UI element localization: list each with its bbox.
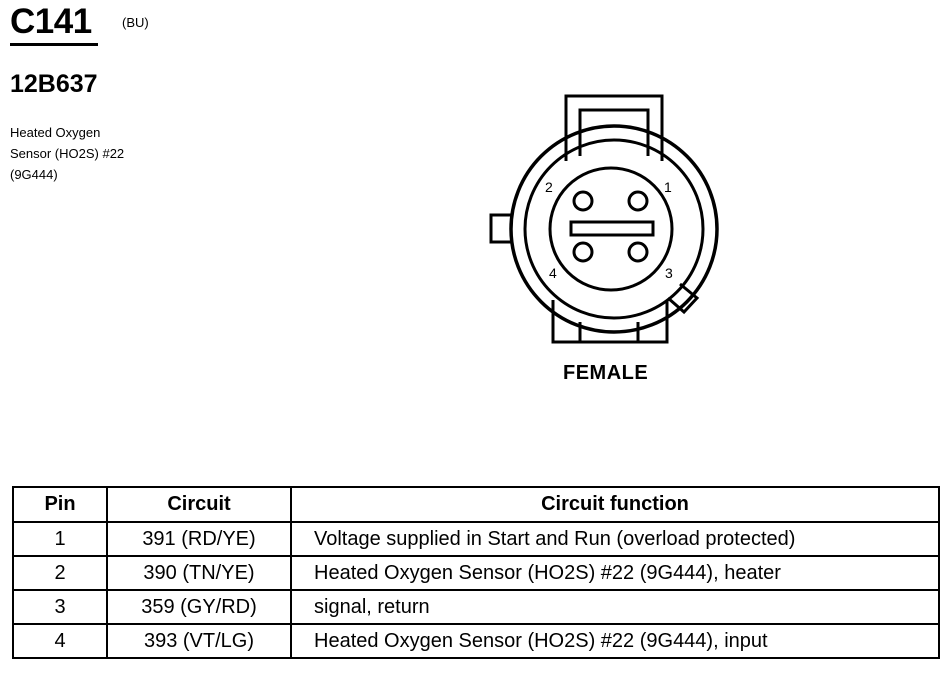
connector-right-latch [667,282,700,315]
connector-id-underline [10,43,98,46]
column-header-pin: Pin [12,486,108,523]
function-cell: signal, return [290,589,940,625]
connector-face-diagram: 2 1 4 3 [489,94,719,344]
pin-cell: 2 [12,555,108,591]
terminal-pin-3 [627,241,649,263]
connector-bottom-legs [551,300,669,344]
pinout-table: Pin Circuit Circuit function 1 391 (RD/Y… [12,486,940,659]
connector-top-tab-inner [578,108,650,156]
connector-color: (BU) [122,15,149,30]
terminal-pin-4 [572,241,594,263]
description-line: (9G444) [10,167,58,182]
circuit-cell: 390 (TN/YE) [106,555,292,591]
pin-label: 2 [545,179,553,195]
component-description: Heated Oxygen Sensor (HO2S) #22 (9G444) [10,122,124,185]
table-row: 1 391 (RD/YE) Voltage supplied in Start … [12,521,940,557]
function-cell: Voltage supplied in Start and Run (overl… [290,521,940,557]
description-line: Sensor (HO2S) #22 [10,146,125,161]
table-row: 2 390 (TN/YE) Heated Oxygen Sensor (HO2S… [12,555,940,591]
center-key-bar [569,220,655,237]
terminal-pin-1 [627,190,649,212]
description-line: Heated Oxygen [10,125,101,140]
connector-outer-shell [509,124,719,334]
table-header-row: Pin Circuit Circuit function [12,486,940,523]
table-row: 3 359 (GY/RD) signal, return [12,589,940,625]
pin-label: 3 [665,265,673,281]
circuit-cell: 391 (RD/YE) [106,521,292,557]
part-number: 12B637 [10,70,98,98]
table-row: 4 393 (VT/LG) Heated Oxygen Sensor (HO2S… [12,623,940,659]
pin-label: 4 [549,265,557,281]
function-cell: Heated Oxygen Sensor (HO2S) #22 (9G444),… [290,555,940,591]
circuit-cell: 393 (VT/LG) [106,623,292,659]
function-cell: Heated Oxygen Sensor (HO2S) #22 (9G444),… [290,623,940,659]
terminal-cavity [548,166,674,292]
pin-label: 1 [664,179,672,195]
view-label: FEMALE [563,362,649,384]
connector-inner-shell [523,138,705,320]
terminal-pin-2 [572,190,594,212]
connector-left-latch [489,213,512,244]
connector-top-tab [564,94,664,161]
pin-cell: 4 [12,623,108,659]
column-header-function: Circuit function [290,486,940,523]
connector-id: C141 [10,2,92,41]
column-header-circuit: Circuit [106,486,292,523]
pin-cell: 3 [12,589,108,625]
circuit-cell: 359 (GY/RD) [106,589,292,625]
pin-cell: 1 [12,521,108,557]
